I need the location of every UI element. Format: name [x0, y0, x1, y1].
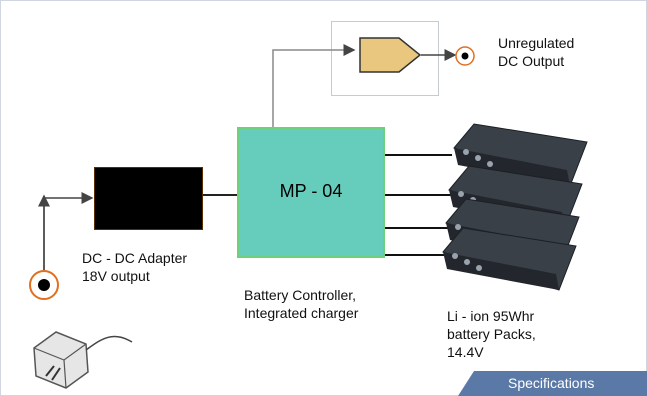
specifications-tab[interactable]: Specifications — [508, 375, 595, 391]
output-jack-icon — [455, 46, 475, 66]
adapter-caption-line-1: DC - DC Adapter — [82, 250, 188, 266]
amplifier-icon — [359, 37, 422, 73]
wall-charger-icon — [33, 331, 133, 389]
controller-label: MP - 04 — [279, 181, 343, 201]
input-jack-icon — [29, 270, 59, 300]
output-caption-line-2: DC Output — [498, 53, 565, 69]
controller-to-amplifier-line — [272, 44, 356, 127]
battery-caption-line-2: battery Packs, — [447, 326, 536, 342]
battery-caption-line-1: Li - ion 95Whr — [447, 308, 535, 324]
battery-caption-line-3: 14.4V — [447, 344, 484, 360]
adapter-caption-line-2: 18V output — [82, 268, 150, 284]
controller-caption-line-1: Battery Controller, — [244, 287, 357, 303]
controller-caption-line-2: Integrated charger — [244, 305, 359, 321]
output-caption-line-1: Unregulated — [498, 35, 575, 51]
controller-box: MP - 04 — [237, 127, 385, 258]
specifications-tab-shape — [458, 371, 647, 396]
dc-dc-adapter-box — [94, 167, 203, 230]
battery-pack-icon — [442, 123, 588, 291]
